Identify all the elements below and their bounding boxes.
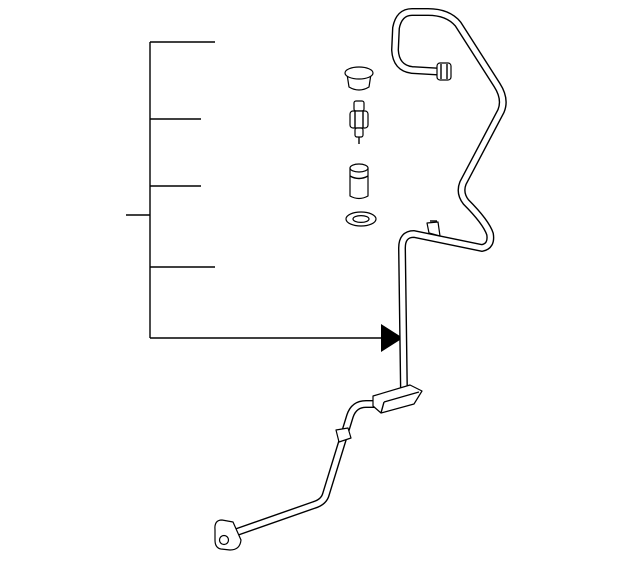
cap-icon (344, 66, 374, 91)
port-fitting-icon (349, 163, 369, 200)
top-fitting-icon (436, 62, 452, 81)
valve-core-icon (349, 100, 369, 144)
arrow-head-icon (381, 324, 403, 352)
bracket-block-icon (372, 384, 423, 414)
stub-fitting-icon (335, 427, 352, 443)
callout-bracket (126, 41, 403, 352)
bottom-fitting-icon (214, 519, 242, 551)
o-ring-icon (345, 211, 377, 227)
mounting-tab-icon (426, 220, 441, 237)
ac-line-icon (214, 8, 507, 551)
